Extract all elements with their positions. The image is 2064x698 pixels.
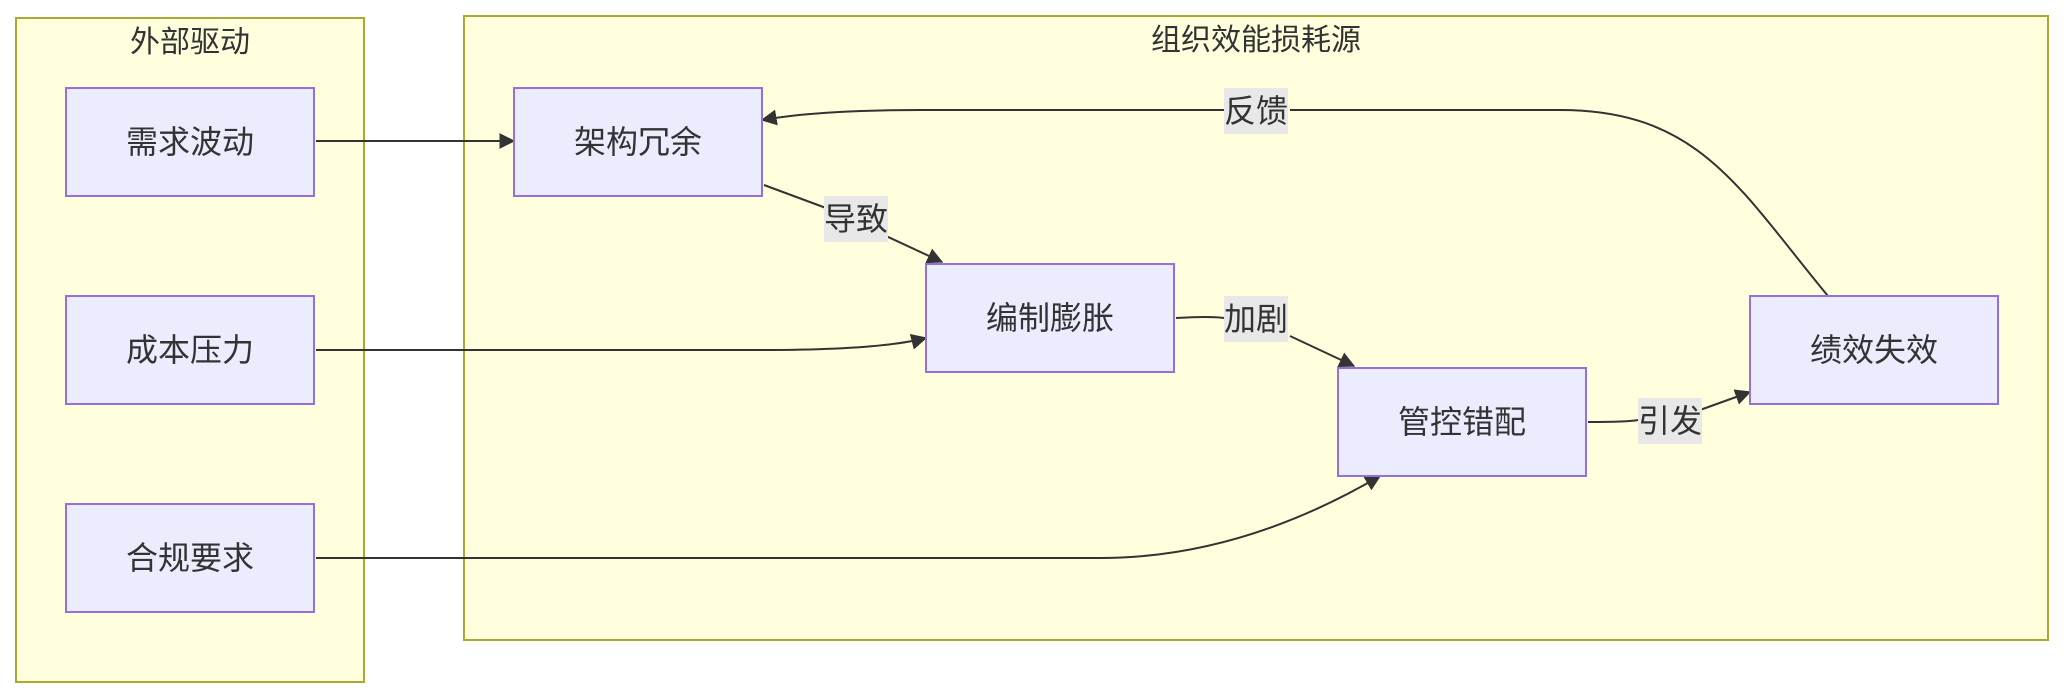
edge-label-trigger: 引发 bbox=[1638, 398, 1702, 444]
svg-text:导致: 导致 bbox=[824, 200, 888, 238]
svg-text:合规要求: 合规要求 bbox=[126, 539, 254, 577]
edge-staff-to-control bbox=[1175, 316, 1354, 366]
node-compliance-requirements[interactable]: 合规要求 bbox=[65, 503, 315, 613]
svg-text:绩效失效: 绩效失效 bbox=[1810, 331, 1938, 369]
svg-text:架构冗余: 架构冗余 bbox=[574, 123, 702, 161]
cluster-external-title: 外部驱动 bbox=[130, 25, 250, 60]
edge-perf-to-arch-feedback bbox=[762, 110, 1829, 297]
edge-label-lead: 导致 bbox=[824, 196, 888, 242]
node-architecture-redundancy[interactable]: 架构冗余 bbox=[513, 87, 763, 197]
node-staffing-bloat[interactable]: 编制膨胀 bbox=[925, 263, 1175, 373]
cluster-org-title: 组织效能损耗源 bbox=[1151, 23, 1361, 58]
node-cost-pressure[interactable]: 成本压力 bbox=[65, 295, 315, 405]
node-control-mismatch[interactable]: 管控错配 bbox=[1337, 367, 1587, 477]
edge-label-feedback: 反馈 bbox=[1224, 88, 1288, 134]
svg-text:需求波动: 需求波动 bbox=[126, 123, 254, 161]
svg-text:成本压力: 成本压力 bbox=[126, 331, 254, 369]
svg-text:编制膨胀: 编制膨胀 bbox=[986, 299, 1114, 337]
svg-text:反馈: 反馈 bbox=[1224, 92, 1288, 130]
svg-text:加剧: 加剧 bbox=[1224, 300, 1288, 338]
edges bbox=[316, 110, 1829, 559]
edge-compliance-to-control bbox=[316, 475, 1382, 559]
edge-cost-to-staff bbox=[316, 333, 928, 351]
svg-text:管控错配: 管控错配 bbox=[1398, 403, 1526, 441]
node-performance-failure[interactable]: 绩效失效 bbox=[1749, 295, 1999, 405]
edge-label-worsen: 加剧 bbox=[1224, 296, 1288, 342]
node-demand-fluctuation[interactable]: 需求波动 bbox=[65, 87, 315, 197]
svg-text:引发: 引发 bbox=[1638, 402, 1702, 440]
edge-arch-to-staff bbox=[763, 184, 942, 262]
edge-control-to-perf bbox=[1587, 392, 1750, 423]
